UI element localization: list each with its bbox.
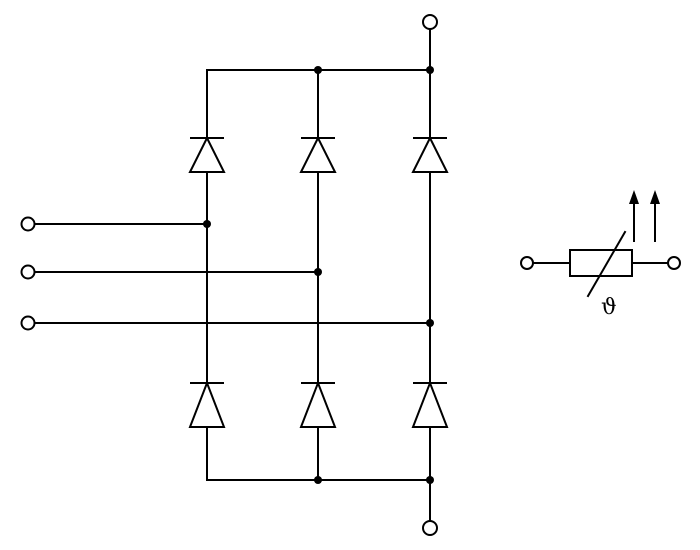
variable-slash [586,230,627,298]
arrow-2-head [650,190,660,204]
sensor-terminal-right [667,256,681,270]
diode-lower-1 [188,380,226,428]
junction-bottom-right [426,476,434,484]
output-terminal-bottom [422,520,438,536]
input-terminal-3 [20,315,36,331]
resistor-body [569,249,633,277]
junction-input-1 [203,220,211,228]
output-terminal-top [422,14,438,30]
junction-bottom-mid [314,476,322,484]
diode-upper-2 [299,135,337,173]
input-terminal-2 [20,264,36,280]
junction-top-right [426,66,434,74]
diode-lower-2 [299,380,337,428]
temperature-symbol: ϑ [601,295,617,320]
diode-upper-1 [188,135,226,173]
diode-lower-3 [411,380,449,428]
diode-upper-3 [411,135,449,173]
sensor-terminal-left [520,256,534,270]
input-terminal-1 [20,216,36,232]
junction-top-mid [314,66,322,74]
junction-input-3 [426,319,434,327]
thermistor-symbol: ϑ [520,190,681,320]
junction-input-2 [314,268,322,276]
arrow-1-head [629,190,639,204]
